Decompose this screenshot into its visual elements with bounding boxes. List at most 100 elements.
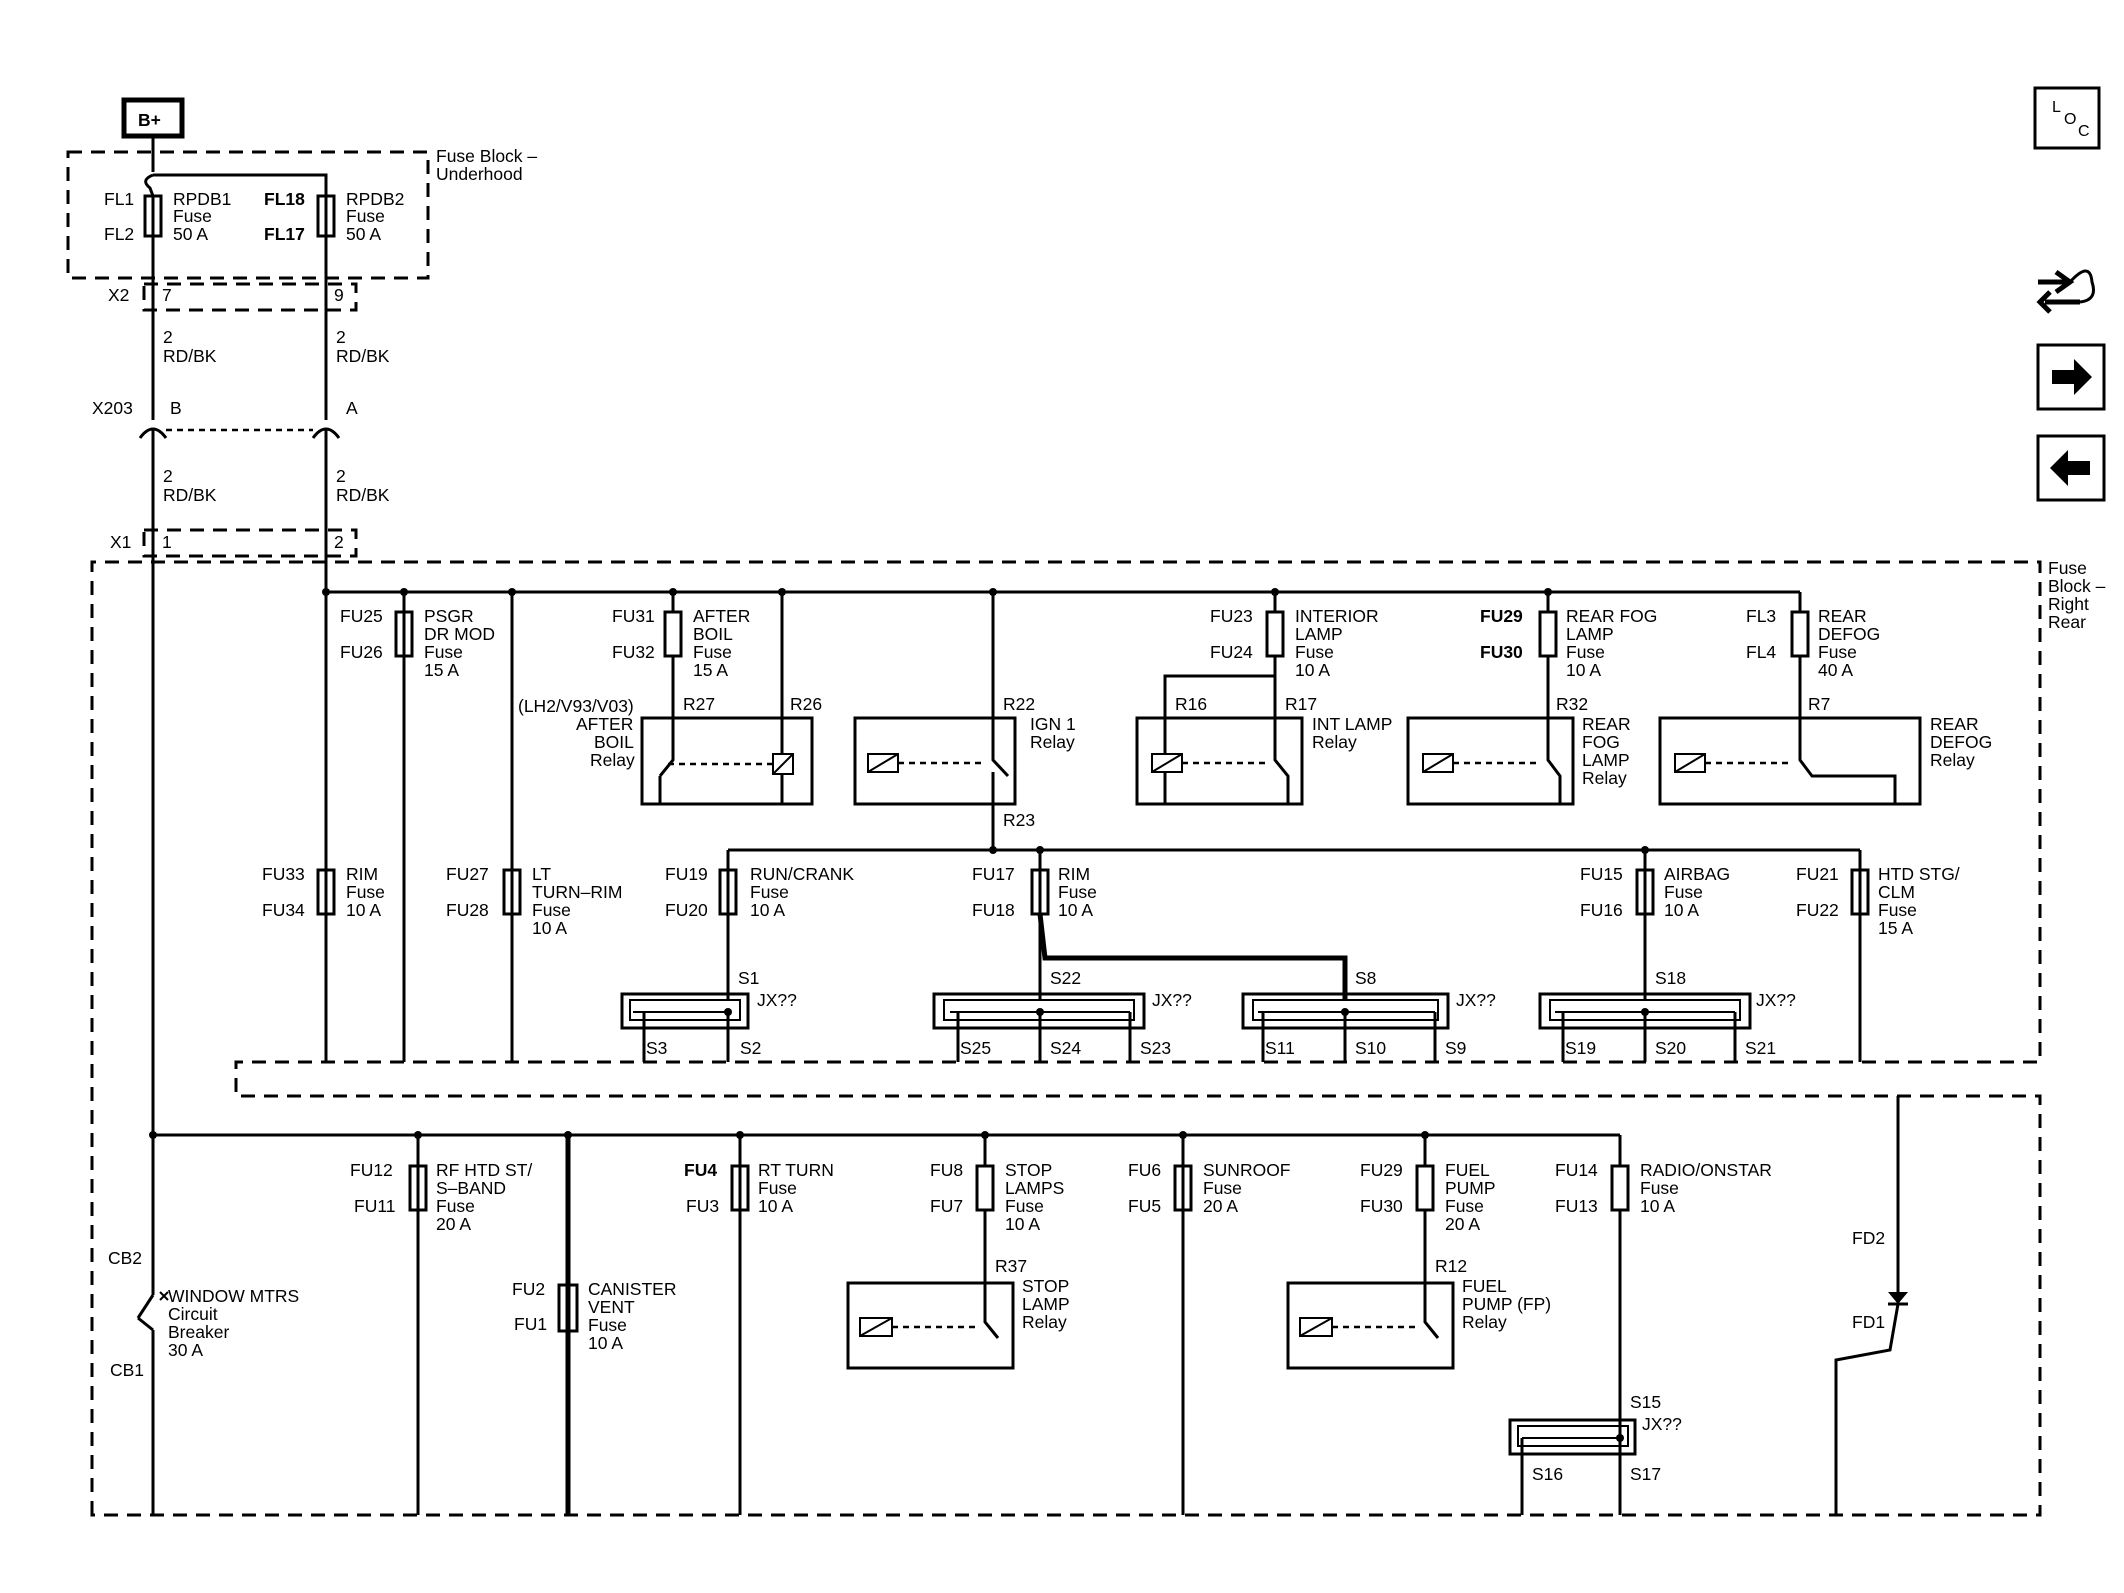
connector-x1-pin-1: 1 — [162, 532, 172, 552]
fuse-pin-bottom: FL4 — [1746, 642, 1776, 662]
fuse-label: S–BAND — [436, 1178, 506, 1198]
fuse-label: LT — [532, 864, 551, 884]
fuse-label: 10 A — [1005, 1214, 1040, 1234]
splice-pack-label: JX?? — [1456, 990, 1496, 1010]
splice-pack-label: JX?? — [1756, 990, 1796, 1010]
splice-label: S17 — [1630, 1464, 1661, 1484]
fuse-label: PUMP — [1445, 1178, 1496, 1198]
next-page-button[interactable] — [2036, 343, 2106, 411]
fuse-pin-top: FU6 — [1128, 1160, 1161, 1180]
fuse-rpdb1: FL1 FL2 RPDB1 Fuse 50 A — [104, 189, 231, 244]
splice-label: S1 — [738, 968, 759, 988]
fuse-pin-bottom: FU26 — [340, 642, 383, 662]
fuse-pin-top: FL1 — [104, 189, 134, 209]
fuse-label: Fuse — [1295, 642, 1334, 662]
relay-pin: R32 — [1556, 694, 1588, 714]
fuse-pin-bottom: FU22 — [1796, 900, 1839, 920]
fuse-label: Fuse — [1818, 642, 1857, 662]
relay-label: STOP — [1022, 1276, 1069, 1296]
fuse-psgr-dr-mod: FU25 FU26 PSGR DR MOD Fuse 15 A — [340, 606, 495, 680]
fuse-pin-top: FU29 — [1360, 1160, 1403, 1180]
loc-icon-l: L — [2052, 99, 2061, 116]
right-rear-block-label-1: Fuse — [2048, 558, 2087, 578]
relay-label: IGN 1 — [1030, 714, 1076, 734]
splice-label: S16 — [1532, 1464, 1563, 1484]
fuse-label: SUNROOF — [1203, 1160, 1291, 1180]
breaker-label: Circuit — [168, 1304, 218, 1324]
fuse-htd-stg-clm: FU21 FU22 HTD STG/ CLM Fuse 15 A — [1796, 864, 1960, 938]
wire-gauge: 2 — [163, 327, 173, 347]
fuse-label: PSGR — [424, 606, 474, 626]
fuse-pin-bottom: FU32 — [612, 642, 655, 662]
relay-label: PUMP (FP) — [1462, 1294, 1551, 1314]
relay-label: FOG — [1582, 732, 1620, 752]
relay-label: Relay — [1930, 750, 1975, 770]
fuse-label: Fuse — [346, 206, 385, 226]
fuse-run-crank: FU19 FU20 RUN/CRANK Fuse 10 A — [665, 864, 854, 920]
fuse-label: RPDB1 — [173, 189, 231, 209]
fuse-pin-top: FU25 — [340, 606, 383, 626]
wire-color: RD/BK — [163, 346, 217, 366]
relay-label: BOIL — [594, 732, 634, 752]
component-connector-icon[interactable] — [2036, 269, 2095, 314]
fuse-pin-bottom: FU13 — [1555, 1196, 1598, 1216]
relay-rear-fog-lamp: R32 REAR FOG LAMP Relay — [1406, 694, 1631, 806]
fuse-label: 20 A — [436, 1214, 471, 1234]
fuse-label: Fuse — [436, 1196, 475, 1216]
splice-label: S3 — [646, 1038, 667, 1058]
relay-label: Relay — [1582, 768, 1627, 788]
fuse-label: Fuse — [693, 642, 732, 662]
fuse-label: RIM — [346, 864, 378, 884]
fuse-block-right-rear — [90, 560, 2042, 1517]
relay-label: AFTER — [576, 714, 633, 734]
splice-label: S23 — [1140, 1038, 1171, 1058]
splice-label: S19 — [1565, 1038, 1596, 1058]
splice-label: S18 — [1655, 968, 1686, 988]
diode-pin-top: FD2 — [1852, 1228, 1885, 1248]
fuse-pin-bottom: FU30 — [1360, 1196, 1403, 1216]
fuse-label: LAMP — [1295, 624, 1343, 644]
fuse-sunroof: FU6 FU5 SUNROOF Fuse 20 A — [1128, 1160, 1291, 1216]
fuse-lt-turn-rim: FU27 FU28 LT TURN–RIM Fuse 10 A — [446, 864, 622, 938]
fuse-label: STOP — [1005, 1160, 1052, 1180]
location-button[interactable]: L O C — [2033, 86, 2101, 150]
fuse-label: AFTER — [693, 606, 750, 626]
fuse-pin-bottom: FL17 — [264, 224, 305, 244]
fuse-pin-top: FU27 — [446, 864, 489, 884]
relay-fuel-pump: R12 FUEL PUMP (FP) Relay — [1286, 1256, 1551, 1370]
fuse-label: TURN–RIM — [532, 882, 622, 902]
fuse-label: 10 A — [346, 900, 381, 920]
previous-page-button[interactable] — [2036, 434, 2106, 502]
relay-label: Relay — [1312, 732, 1357, 752]
connector-x1 — [142, 528, 358, 558]
breaker-label: Breaker — [168, 1322, 229, 1342]
fuse-pin-top: FU33 — [262, 864, 305, 884]
right-rear-block-label-4: Rear — [2048, 612, 2086, 632]
fuse-label: Fuse — [1005, 1196, 1044, 1216]
diode-fd: FD2 FD1 — [1834, 1096, 1908, 1515]
splice-pack-s15: S15 JX?? S16 S17 — [1508, 1392, 1682, 1515]
wire-gauge: 2 — [163, 466, 173, 486]
splice-label: S8 — [1355, 968, 1376, 988]
connector-x203-pin-a: A — [346, 398, 358, 418]
fuse-label: 10 A — [1664, 900, 1699, 920]
fuse-label: Fuse — [588, 1315, 627, 1335]
fuse-label: 15 A — [1878, 918, 1913, 938]
fuse-label: 10 A — [750, 900, 785, 920]
relay-pin: R7 — [1808, 694, 1830, 714]
fuse-pin-bottom: FL2 — [104, 224, 134, 244]
fuse-rt-turn: FU4 FU3 RT TURN Fuse 10 A — [684, 1160, 834, 1216]
fuse-canister-vent: FU2 FU1 CANISTER VENT Fuse 10 A — [512, 1279, 676, 1353]
loc-icon-o: O — [2064, 111, 2076, 128]
fuse-label: INTERIOR — [1295, 606, 1379, 626]
right-rear-block-label-3: Right — [2048, 594, 2089, 614]
relay-label: Relay — [1030, 732, 1075, 752]
wire-gauge: 2 — [336, 466, 346, 486]
fuse-pin-bottom: FU5 — [1128, 1196, 1161, 1216]
underhood-block-label-2: Underhood — [436, 164, 523, 184]
fuse-airbag: FU15 FU16 AIRBAG Fuse 10 A — [1580, 864, 1730, 920]
fuse-label: 10 A — [1058, 900, 1093, 920]
fuse-label: RPDB2 — [346, 189, 404, 209]
fuse-label: 50 A — [346, 224, 381, 244]
splice-label: S22 — [1050, 968, 1081, 988]
